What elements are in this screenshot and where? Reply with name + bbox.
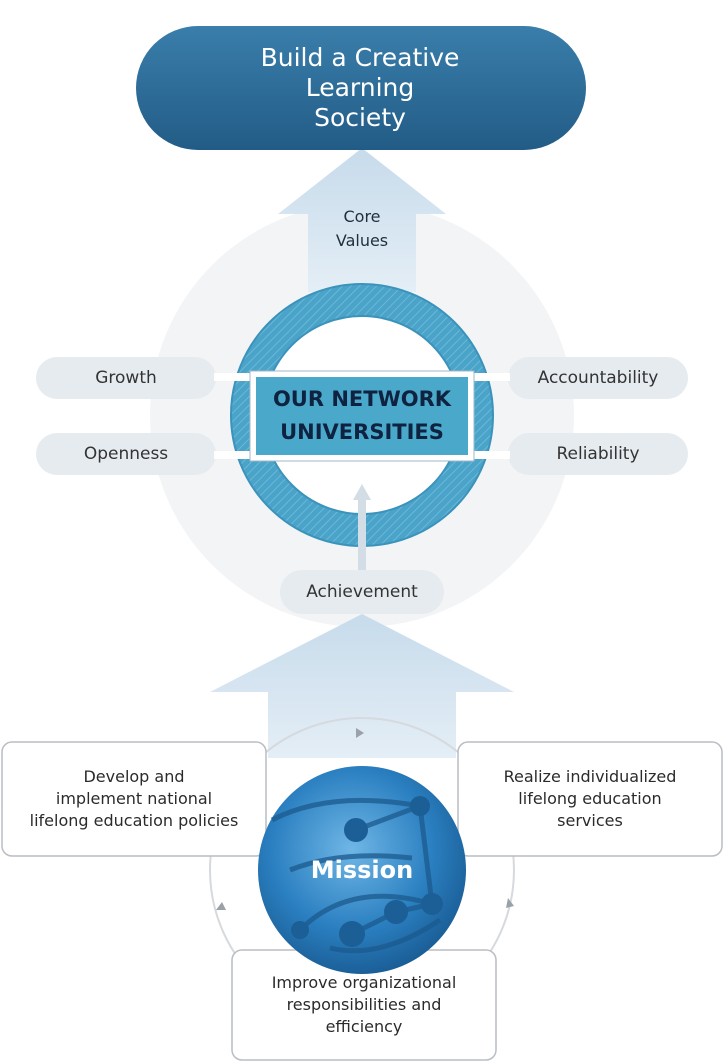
accountability-pill (508, 357, 688, 399)
cycle-arrowhead-top (356, 728, 364, 738)
center-box (256, 377, 468, 455)
mission-box-right (457, 741, 723, 857)
achievement-label: Achievement (306, 582, 418, 602)
growth-label: Growth (95, 368, 157, 388)
mission-label: Mission (310, 856, 414, 884)
mission-box-left (1, 741, 267, 857)
accountability-label: Accountability (537, 368, 659, 388)
openness-label: Openness (83, 444, 169, 464)
core-values-arrow (278, 148, 446, 292)
globe-nodes (291, 796, 443, 947)
center-title: OUR NETWORK UNIVERSITIES (272, 387, 452, 444)
mission-arrow (210, 614, 514, 758)
goal-pill (136, 26, 586, 150)
mission-item-bottom: Improve organizational responsibilities … (271, 973, 457, 1036)
growth-pill (36, 357, 216, 399)
core-values-label: Core Values (335, 207, 389, 250)
cycle-arrowhead-left (216, 902, 226, 910)
achievement-pill (280, 570, 444, 614)
achievement-arrow (353, 484, 371, 572)
reliability-pill (508, 433, 688, 475)
goal-text: Build a Creative Learning Society (260, 43, 460, 132)
mission-item-right: Realize individualized lifelong educatio… (503, 767, 677, 830)
reliability-label: Reliability (556, 444, 640, 464)
mission-item-left: Develop and implement national lifelong … (29, 767, 239, 830)
openness-pill (36, 433, 216, 475)
cycle-arrowhead-right (506, 898, 514, 908)
